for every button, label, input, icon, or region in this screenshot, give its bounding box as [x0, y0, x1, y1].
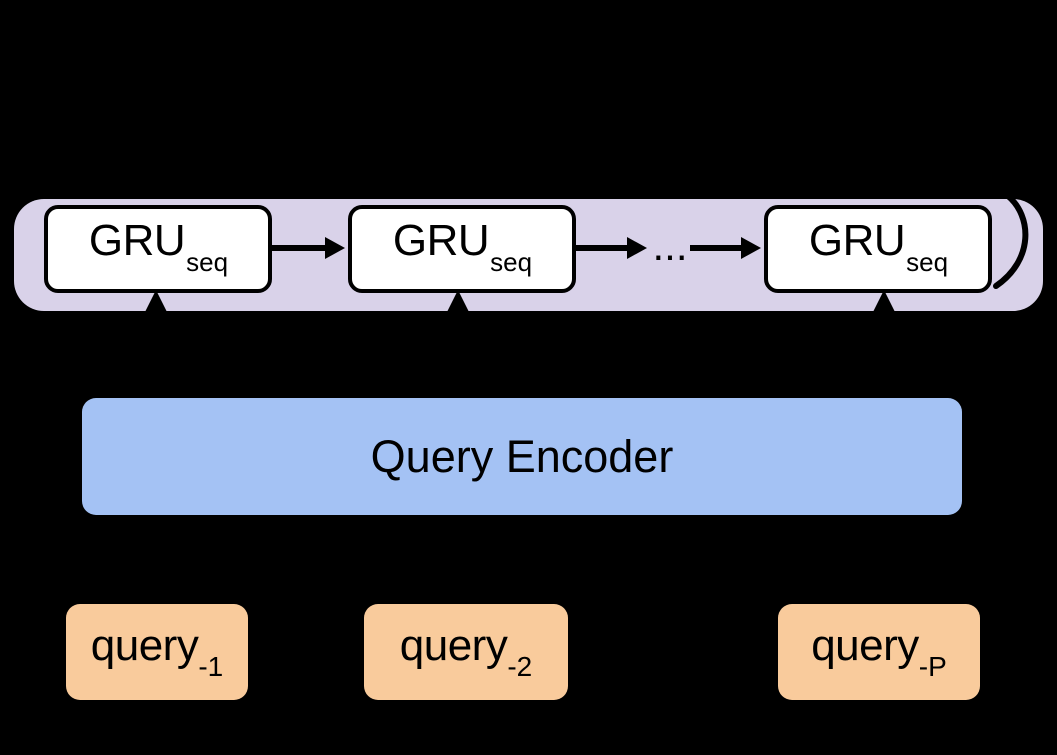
query-input-1[interactable]: query-1 [66, 604, 248, 700]
gru-cell-2[interactable]: GRUseq [348, 205, 576, 293]
gru-cell-3-label: GRUseq [768, 213, 988, 277]
gru-cell-2-base: GRU [392, 216, 490, 265]
gru-cell-1-subscript: seq [186, 247, 229, 277]
query-input-p-subscript: -P [918, 651, 947, 682]
gru-cell-2-subscript: seq [490, 247, 533, 277]
query-input-p-base: query [811, 621, 919, 670]
query-encoder-block[interactable]: Query Encoder [82, 398, 962, 515]
gru-cell-2-label: GRUseq [352, 213, 572, 277]
arrow-right-icon-cell1-to-cell2 [272, 237, 345, 259]
gru-cell-3-base: GRU [808, 216, 906, 265]
gru-cell-3-subscript: seq [906, 247, 949, 277]
query-input-p-label: query-P [811, 620, 947, 682]
gru-cell-1[interactable]: GRUseq [44, 205, 272, 293]
query-input-1-subscript: -1 [198, 651, 224, 682]
query-input-2-base: query [399, 621, 508, 670]
query-input-1-base: query [90, 621, 199, 670]
sequence-ellipsis: ... [652, 222, 688, 269]
query-input-p[interactable]: query-P [778, 604, 980, 700]
query-input-1-label: query-1 [90, 620, 223, 682]
gru-cell-1-base: GRU [88, 216, 186, 265]
gru-cell-3[interactable]: GRUseq [764, 205, 992, 293]
arrow-up-icon-encoder-to-cell1 [145, 290, 167, 400]
query-input-2-subscript: -2 [507, 651, 533, 682]
arrow-right-icon-ellipsis-to-cell3 [690, 237, 761, 259]
query-input-2-label: query-2 [399, 620, 532, 682]
query-input-2[interactable]: query-2 [364, 604, 568, 700]
query-encoder-label: Query Encoder [370, 430, 674, 482]
gru-cell-1-label: GRUseq [48, 213, 268, 277]
arrow-right-icon-cell2-to-ellipsis [576, 237, 647, 259]
arrow-up-icon-encoder-to-cell2 [447, 290, 469, 400]
arrow-up-icon-encoder-to-cell3 [873, 290, 895, 400]
